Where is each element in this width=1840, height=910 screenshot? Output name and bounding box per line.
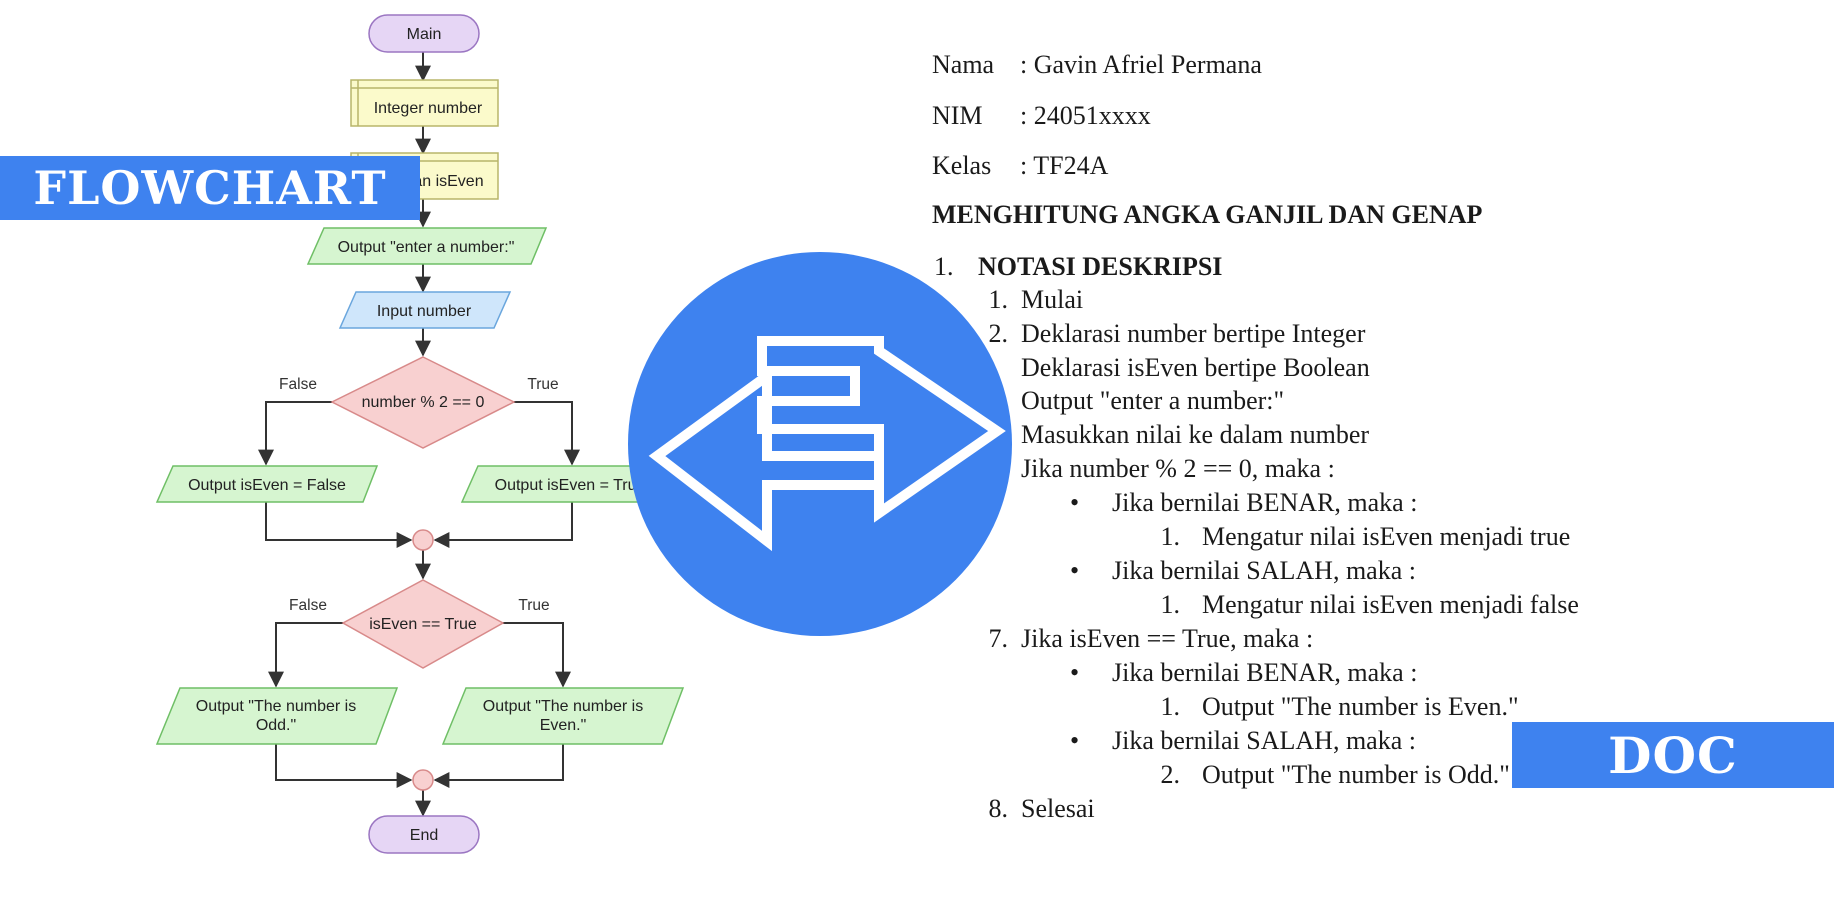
step-item: Output "enter a number:" bbox=[1021, 386, 1285, 415]
step-item: Masukkan nilai ke dalam number bbox=[1021, 420, 1370, 449]
svg-text:Output "The number is: Output "The number is bbox=[483, 698, 643, 715]
info-value: : TF24A bbox=[1020, 151, 1109, 180]
svg-text:End: End bbox=[410, 827, 438, 844]
node-end: End bbox=[368, 815, 480, 854]
info-row-nama: Nama : Gavin Afriel Permana bbox=[932, 50, 1262, 80]
svg-text:number % 2 == 0: number % 2 == 0 bbox=[362, 394, 485, 411]
node-assign-false: Output isEven = False bbox=[155, 465, 379, 503]
bullet-marker: • bbox=[1070, 658, 1080, 687]
node-input-number: Input number bbox=[338, 291, 512, 329]
bullet-text: Jika bernilai SALAH, maka : bbox=[1112, 726, 1416, 755]
node-decision-modulo: number % 2 == 0 bbox=[330, 356, 516, 449]
node-declare-number: Integer number bbox=[350, 79, 499, 127]
step-number: 2. bbox=[988, 319, 1009, 348]
sub-step-text: Mengatur nilai isEven menjadi true bbox=[1202, 522, 1571, 551]
sub-step-number: 1. bbox=[1160, 522, 1181, 551]
bullet-text: Jika bernilai BENAR, maka : bbox=[1112, 488, 1418, 517]
label-false-2: False bbox=[289, 597, 327, 614]
sub-step-number: 1. bbox=[1160, 590, 1181, 619]
svg-text:Output isEven = False: Output isEven = False bbox=[188, 477, 346, 494]
step-item: Jika number % 2 == 0, maka : bbox=[1021, 454, 1335, 483]
bullet-text: Jika bernilai BENAR, maka : bbox=[1112, 658, 1418, 687]
step-item: Deklarasi isEven bertipe Boolean bbox=[1021, 353, 1370, 382]
sub-step-text: Output "The number is Odd." bbox=[1202, 760, 1510, 789]
label-false-1: False bbox=[279, 376, 317, 393]
node-main: Main bbox=[368, 14, 480, 53]
svg-text:Input number: Input number bbox=[377, 303, 472, 320]
info-row-kelas: Kelas : TF24A bbox=[932, 151, 1108, 181]
info-key: NIM bbox=[932, 101, 983, 130]
step-text: Jika isEven == True, maka : bbox=[1021, 624, 1314, 653]
svg-text:Odd.": Odd." bbox=[256, 717, 296, 734]
svg-text:Output isEven = True: Output isEven = True bbox=[495, 477, 646, 494]
info-key: Nama bbox=[932, 50, 995, 79]
sub-step-number: 2. bbox=[1160, 760, 1181, 789]
info-key: Kelas bbox=[932, 151, 992, 180]
sub-step-number: 1. bbox=[1160, 692, 1181, 721]
document-title: MENGHITUNG ANGKA GANJIL DAN GENAP bbox=[932, 200, 1483, 229]
merge-node-1 bbox=[412, 529, 434, 551]
section-title: NOTASI DESKRIPSI bbox=[978, 252, 1223, 281]
sub-step-text: Output "The number is Even." bbox=[1202, 692, 1519, 721]
section-number: 1. bbox=[934, 252, 954, 281]
flowchart-banner: FLOWCHART bbox=[0, 156, 420, 220]
info-row-nim: NIM : 24051xxxx bbox=[932, 101, 1151, 131]
label-true-1: True bbox=[527, 376, 558, 393]
merge-node-2 bbox=[412, 769, 434, 791]
node-output-odd: Output "The number is Odd." bbox=[155, 687, 399, 745]
node-decision-iseven: isEven == True bbox=[341, 579, 505, 669]
label-true-2: True bbox=[518, 597, 549, 614]
step-number: 7. bbox=[988, 624, 1009, 653]
node-assign-true: Output isEven = True bbox=[460, 465, 680, 503]
svg-text:Output "enter a number:": Output "enter a number:" bbox=[338, 239, 515, 256]
node-output-even: Output "The number is Even." bbox=[441, 687, 685, 745]
svg-text:Even.": Even." bbox=[540, 717, 587, 734]
bullet-text: Jika bernilai SALAH, maka : bbox=[1112, 556, 1416, 585]
node-output-prompt: Output "enter a number:" bbox=[306, 227, 548, 265]
doc-banner: DOC bbox=[1512, 722, 1834, 788]
flowchart-connectors bbox=[258, 52, 580, 817]
info-value: : Gavin Afriel Permana bbox=[1020, 50, 1262, 79]
svg-text:Integer number: Integer number bbox=[374, 100, 483, 117]
step-number: 8. bbox=[988, 794, 1009, 823]
section-heading: 1. NOTASI DESKRIPSI bbox=[934, 252, 1222, 282]
step-text: Deklarasi number bertipe Integer bbox=[1021, 319, 1366, 348]
bullet-marker: • bbox=[1070, 488, 1080, 517]
bidirectional-arrows-icon bbox=[628, 252, 1012, 636]
step-text: Mulai bbox=[1021, 285, 1084, 314]
sub-step-text: Mengatur nilai isEven menjadi false bbox=[1202, 590, 1579, 619]
info-value: : 24051xxxx bbox=[1020, 101, 1151, 130]
step-number: 1. bbox=[988, 285, 1009, 314]
bullet-marker: • bbox=[1070, 726, 1080, 755]
svg-text:Output "The number is: Output "The number is bbox=[196, 698, 356, 715]
flowchart-diagram: Main Integer number Boolean isEven Outpu… bbox=[155, 14, 685, 854]
svg-text:Main: Main bbox=[407, 26, 442, 43]
svg-text:isEven == True: isEven == True bbox=[369, 616, 477, 633]
bullet-marker: • bbox=[1070, 556, 1080, 585]
step-text: Selesai bbox=[1021, 794, 1095, 823]
